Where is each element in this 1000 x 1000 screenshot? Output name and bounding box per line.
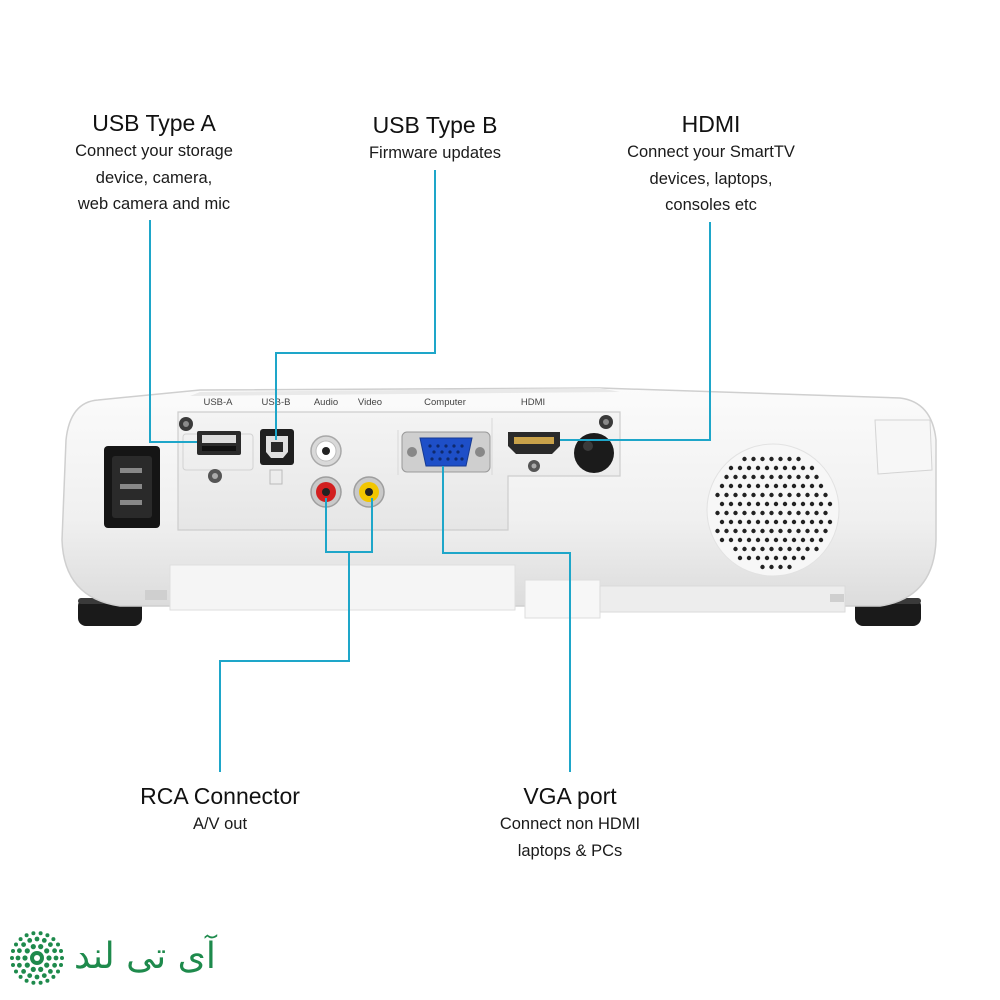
callout-title: VGA port — [523, 783, 617, 809]
callout-desc-line: Connect your storage — [75, 142, 233, 160]
callout-title: USB Type A — [92, 110, 216, 136]
callout-line-vga — [442, 466, 571, 772]
port-label-usb-a: USB-A — [203, 397, 233, 408]
rca-audio-white-jack — [310, 435, 342, 467]
callout-desc-line: laptops & PCs — [517, 841, 623, 860]
callout-hdmi: HDMI Connect your SmartTV devices, lapto… — [575, 109, 847, 219]
callout-vga-port: VGA port Connect non HDMI laptops & PCs — [430, 781, 710, 864]
port-label-computer: Computer — [424, 397, 466, 408]
callout-usb-type-b: USB Type B Firmware updates — [300, 110, 570, 167]
callout-title: HDMI — [681, 111, 741, 137]
itland-logo-icon — [10, 931, 64, 985]
callout-desc-line: consoles etc — [665, 196, 757, 214]
callout-desc-line: Firmware updates — [368, 144, 502, 162]
usb-a-port — [197, 431, 241, 455]
callout-usb-type-a: USB Type A Connect your storage device, … — [20, 108, 288, 218]
callout-line-hdmi — [560, 222, 711, 441]
rca-video-yellow-jack — [353, 476, 385, 508]
port-label-hdmi: HDMI — [521, 397, 545, 408]
callout-line-rca — [219, 552, 350, 772]
callout-title: RCA Connector — [140, 783, 300, 809]
vga-port — [401, 431, 491, 473]
port-label-audio: Audio — [314, 397, 338, 408]
callout-line-usb-b — [275, 170, 436, 440]
callout-rca-connector: RCA Connector A/V out — [90, 781, 350, 838]
remote-sensor — [574, 433, 614, 473]
speaker-grille — [706, 443, 840, 577]
callout-desc-line: device, camera, — [95, 168, 213, 187]
hdmi-port — [508, 432, 560, 472]
callout-desc-line: Connect non HDMI — [499, 815, 641, 833]
callout-title: USB Type B — [372, 112, 498, 138]
callout-desc-line: Connect your SmartTV — [627, 143, 795, 161]
port-label-video: Video — [358, 397, 382, 408]
callout-desc-line: A/V out — [192, 815, 248, 833]
callout-desc-line: web camera and mic — [77, 195, 231, 213]
itland-logo-text: آی تی لند — [74, 936, 216, 977]
usb-b-port — [260, 429, 294, 485]
callout-lines — [149, 170, 711, 772]
callout-line-usb-a — [149, 220, 197, 443]
callout-desc-line: devices, laptops, — [649, 169, 773, 188]
power-inlet — [104, 446, 160, 528]
